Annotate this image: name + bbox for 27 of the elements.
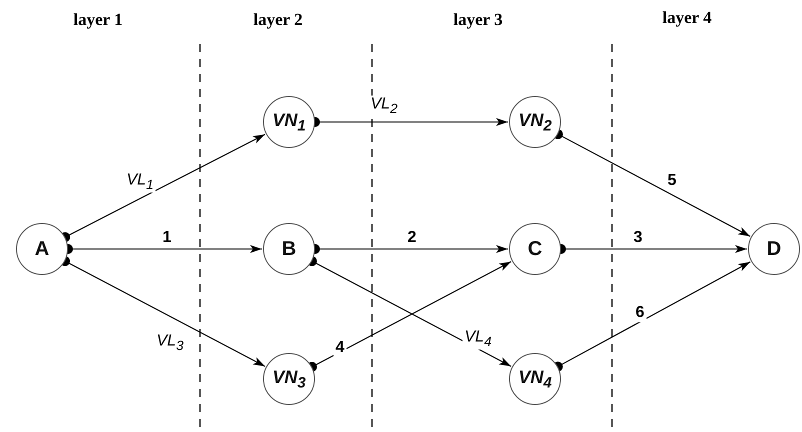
edge-label: VL$_{3}$ [154, 332, 186, 354]
node-circle [263, 223, 315, 275]
node-label: B [282, 238, 296, 260]
node-label: A [34, 238, 50, 260]
node-label: C [528, 238, 542, 260]
edge-label: VL$_{1}$ [124, 172, 156, 192]
node-circle [509, 96, 561, 148]
node-circle [16, 223, 68, 275]
node-label: VN$_{2}$ [518, 110, 552, 134]
layer-heading: layer 2 [253, 10, 303, 30]
node-label: VN$_{1}$ [272, 110, 306, 134]
node-circle [263, 353, 315, 405]
node-circle [509, 353, 561, 405]
edge-label: VL$_{4}$ [462, 328, 494, 350]
node-circle [263, 96, 315, 148]
edge-label: 4 [334, 339, 346, 357]
node-circle [509, 223, 561, 275]
layer-heading: layer 1 [73, 10, 123, 30]
node-label: D [766, 238, 782, 260]
arrow [60, 256, 266, 367]
arrow [60, 134, 266, 242]
node-circle [748, 223, 800, 275]
layer-heading: layer 3 [453, 10, 503, 30]
node-label: VN$_{3}$ [272, 366, 306, 392]
edge-label: 6 [634, 304, 646, 322]
layer-heading: layer 4 [662, 8, 712, 28]
node-label: VN$_{4}$ [518, 366, 552, 392]
